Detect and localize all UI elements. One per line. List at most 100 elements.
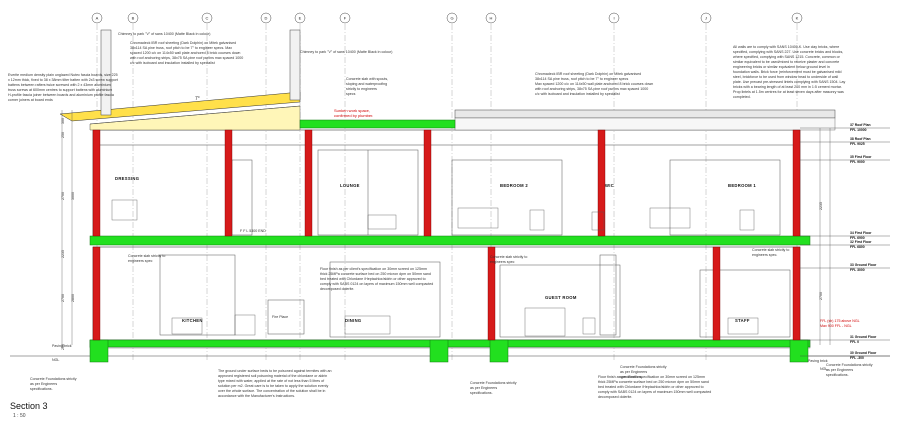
fire-place-label: Fire Place (272, 315, 288, 319)
level-first-a: 35 First Floor (850, 155, 872, 159)
level-ground-c: 30 Ground Floor (850, 351, 877, 355)
note-line: specifications. (470, 391, 493, 395)
note-line: spaced 1200 c/c on 114x50 wall plate anc… (130, 51, 240, 55)
room-dressing: DRESSING (115, 176, 139, 181)
level-first-b: 34 First Floor (850, 231, 872, 235)
note-chromadek-mid: Chromadeck IBR roof sheeting (Dark Dolph… (535, 72, 641, 76)
note-line: engineers spec. (752, 253, 777, 257)
annotation-notes: Chimney to park "V" of sans 10400 (Matte… (8, 32, 873, 399)
note-line: 38x114 SA pine truss, roof pitch to be 7… (130, 46, 232, 50)
note-line: Prop lintels at 1.5m centres for at leas… (733, 90, 844, 94)
footing-right (789, 339, 809, 363)
note-line: truss screws at 600mm centres to support… (8, 88, 112, 92)
note-slab-left: Concrete slab strictly to (128, 254, 165, 258)
level-ffl: FFL 10000 (850, 128, 867, 132)
concrete-slabs (89, 119, 811, 363)
note-line: completed. (733, 95, 751, 99)
dim-ground-2: 2800 (71, 294, 75, 302)
ngl-left: NGL (52, 358, 59, 362)
dim-roof: 300 (61, 118, 65, 124)
room-bedroom-2: BEDROOM 2 (500, 183, 528, 188)
interior-lines (159, 149, 791, 338)
note-line: decomposed dolerite. (598, 395, 632, 399)
note-line: 38x114 SA pine truss, roof pitch to be 7… (535, 77, 628, 81)
room-bedroom-1: BEDROOM 1 (728, 183, 756, 188)
ffl-note-2: Max 900 FFL - NGL (820, 324, 852, 328)
level-ground-b: 31 Ground Floor (850, 335, 877, 339)
note-line: battens between rafters twice screwed wi… (8, 83, 111, 87)
grid-bubble (127, 12, 139, 24)
left-roof (59, 91, 301, 131)
note-slab-right: Concrete slab strictly to (752, 248, 789, 252)
ffl-note: FFL (sh) 175 above NGL (820, 319, 860, 323)
room-dining: DINING (345, 318, 361, 323)
note-line: plate. Use precast pre-stressed lintels … (733, 80, 845, 84)
paving-right: Paving brick (808, 359, 828, 363)
note-line: engineering bricks or similar equivalent… (733, 65, 830, 69)
dim-right-1: 2235 (819, 202, 823, 210)
note-line: over the whole surface. The concentratio… (218, 389, 325, 393)
dim-slab-top: 250 (61, 132, 65, 138)
note-sunken-work-space: Sunken work space, (334, 108, 370, 113)
note-line: confirmed by plumber. (334, 113, 373, 118)
note-line: as per Engineers (620, 370, 647, 374)
room-kitchen: KITCHEN (182, 318, 203, 323)
note-line: type mixed with water, applied at the ra… (218, 379, 324, 383)
footing-left (89, 339, 109, 363)
roof-pitch: 7° (195, 96, 200, 102)
grid-bubble-label: K (796, 16, 799, 21)
note-ground-poison: The ground under surface beds to be pois… (218, 369, 331, 373)
note-line: accordance with the Manufacturer's Instr… (218, 394, 295, 398)
dim-foundation: 250 (61, 344, 65, 350)
grid-bubble-label: J (705, 16, 707, 21)
grid-bubble-label: A (96, 16, 99, 21)
grid-bubble-label: H (490, 16, 493, 21)
note-line: specifications. (30, 387, 53, 391)
footing-mid-right (489, 339, 509, 363)
footing-mid-left (429, 339, 449, 363)
note-foundation-mid: Concrete Foundations strictly (470, 381, 517, 385)
grid-bubble (791, 12, 803, 24)
first-floor-slab (89, 235, 811, 246)
flat-roof-right (454, 109, 836, 131)
note-line: thick 25MPa concrete surface bed on 250 … (320, 272, 431, 276)
note-line: engineers spec (128, 259, 153, 263)
note-all-walls: All walls are to comply with SANS 10400-… (733, 45, 839, 49)
grid-bubble-label: B (132, 16, 135, 21)
note-line: as per Engineers (30, 382, 57, 386)
level-first-c: 32 First Floor (850, 240, 872, 244)
level-tags: 37 Roof Plan FFL 10000 38 Roof Plan FFL … (800, 123, 890, 360)
note-line: specs (346, 92, 356, 96)
room-lounge: LOUNGE (340, 183, 360, 188)
level-ffl: FFL 6900 (850, 236, 865, 240)
ground-slab-right (501, 339, 811, 348)
grid-bubble-label: F (344, 16, 347, 21)
grid-bubble (700, 12, 712, 24)
note-everite: Everite medium density plain unglazed Nu… (8, 73, 118, 77)
room-guest-room: GUEST ROOM (545, 295, 577, 300)
level-ffl: FFL 0 (850, 340, 859, 344)
level-ffl: FFL 6800 (850, 245, 865, 249)
note-line: decomposed dolerite. (320, 287, 354, 291)
note-concrete-spouts: Concrete slab with spouts, (346, 77, 388, 81)
note-line: corner joiners at board ends (8, 98, 53, 102)
paving-left: Paving brick (52, 344, 72, 348)
note-foundation-far: Concrete Foundations strictly (826, 363, 873, 367)
dimension-values: 300 250 2700 3000 2235 2700 2800 250 223… (61, 118, 823, 350)
note-line: thick 25MPa concrete surface bed on 250 … (598, 380, 709, 384)
grid-bubble-label: D (265, 16, 268, 21)
note-line: strictly to engineers (346, 87, 377, 91)
grid-bubble (485, 12, 497, 24)
note-floor-finish-right: Floor finish as per client's specificati… (598, 375, 705, 379)
level-ffl: FFL 3000 (850, 268, 865, 272)
note-foundation-left: Concrete Foundations strictly (30, 377, 77, 381)
note-line: with roof anchoring strips, 38x75 SA pin… (130, 56, 243, 60)
grid-bubble (608, 12, 620, 24)
note-line: engineers spec (490, 260, 515, 264)
grid-bubble (91, 12, 103, 24)
level-ground-a: 33 Ground Floor (850, 263, 877, 267)
level-ffl: FFL -300 (850, 356, 864, 360)
section-scale: 1 : 50 (13, 413, 26, 419)
dimension-strings (61, 110, 831, 345)
